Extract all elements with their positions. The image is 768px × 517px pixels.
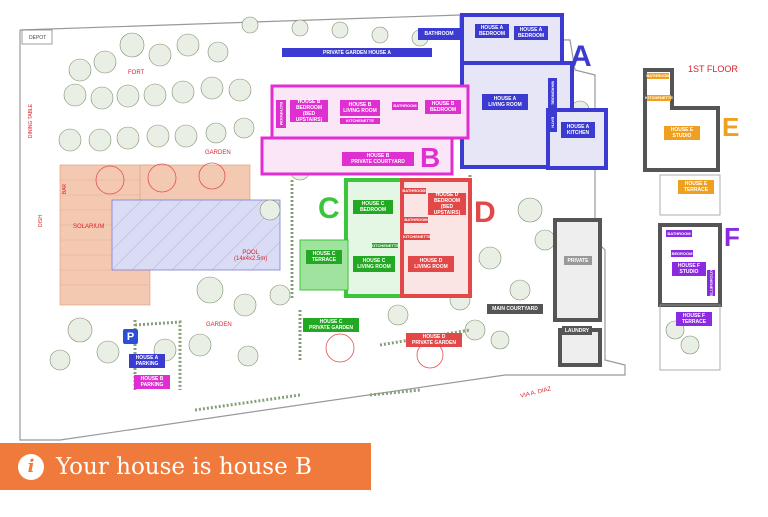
solarium-label: SOLARIUM	[73, 224, 105, 230]
private-area: PRIVATE	[564, 256, 592, 265]
bar-label: BAR	[62, 183, 69, 195]
house-d-bathroom: BATHROOM	[402, 188, 426, 194]
house-a-bathroom: BATHROOM	[418, 28, 460, 40]
house-a-wardrobe: WARDROBE	[548, 78, 557, 108]
house-a-private-garden: PRIVATE GARDEN HOUSE A	[282, 48, 432, 57]
laundry: LAUNDRY	[562, 326, 592, 335]
house-e-kitchenette: KITCHENETTE	[645, 95, 673, 101]
house-e-terrace-area	[659, 174, 721, 216]
letter-b: B	[420, 142, 441, 173]
parking-icon: P	[123, 329, 138, 344]
depot-box	[21, 29, 53, 45]
dining-table-label: DINING TABLE	[28, 103, 35, 139]
house-e-plan	[643, 68, 720, 172]
garden-top-label: GARDEN	[205, 150, 231, 156]
banner-text: Your house is house B	[56, 453, 312, 480]
house-b-parking: HOUSE B PARKING	[134, 375, 170, 389]
house-c-private-garden: HOUSE C PRIVATE GARDEN	[303, 318, 359, 332]
house-a-bedroom-1: HOUSE A BEDROOM	[475, 24, 509, 38]
pool-label: POOL (14x4x2.5m)	[234, 250, 268, 262]
letter-a: A	[570, 40, 592, 73]
house-f-kitchenette: KITCHENETTE	[707, 269, 715, 297]
house-a-living-room: HOUSE A LIVING ROOM	[482, 94, 528, 110]
house-c-bedroom: HOUSE C BEDROOM	[353, 200, 393, 214]
house-d-living-room: HOUSE D LIVING ROOM	[408, 256, 454, 272]
house-f-terrace: HOUSE F TERRACE	[676, 312, 712, 326]
house-c-kitchenette: KITCHENETTE	[371, 242, 399, 248]
house-e-bathroom: BATHROOM	[646, 73, 670, 79]
house-f-bedroom: BEDROOM	[671, 250, 693, 257]
house-b-kitchenette: KITCHENETTE	[340, 118, 380, 124]
house-f-terrace-area	[659, 304, 721, 371]
house-e-studio: HOUSE E STUDIO	[664, 126, 700, 140]
house-e-terrace: HOUSE E TERRACE	[678, 180, 714, 194]
house-b-bathroom-side: BATHROOM	[276, 100, 286, 128]
fort-label: FORT	[128, 70, 145, 76]
info-icon: i	[18, 453, 44, 480]
dish-label: DISH	[37, 215, 44, 227]
depot-label: DEPOT	[29, 35, 47, 41]
house-f-bathroom: BATHROOM	[666, 230, 692, 237]
house-b-private-courtyard: HOUSE B PRIVATE COURTYARD	[342, 152, 414, 166]
house-a-kitchen: HOUSE A KITCHEN	[561, 122, 595, 138]
letter-c: C	[318, 192, 340, 225]
house-a-bedroom-2: HOUSE A BEDROOM	[514, 26, 548, 40]
letter-e: E	[722, 112, 740, 142]
grey-buildings	[553, 218, 602, 367]
letter-f: F	[724, 222, 740, 252]
house-banner: i Your house is house B	[0, 443, 371, 490]
pool-shape	[111, 199, 281, 271]
main-courtyard: MAIN COURTYARD	[487, 304, 543, 314]
house-d-private-garden: HOUSE D PRIVATE GARDEN	[406, 333, 462, 347]
house-d-bedroom: HOUSE D BEDROOM (BED UPSTAIRS)	[428, 192, 466, 216]
pool-hatch	[111, 199, 281, 271]
hedges	[133, 175, 472, 412]
house-d-kitchenette: KITCHENETTE	[403, 234, 431, 240]
garden-bottom-label: GARDEN	[206, 322, 232, 328]
house-a-parking: HOUSE A PARKING	[129, 354, 165, 368]
floor-label: 1ST FLOOR	[688, 64, 738, 74]
house-c-terrace-area	[299, 239, 349, 291]
house-a-bath-side: BATH	[548, 112, 557, 132]
house-f-studio: HOUSE F STUDIO	[672, 262, 706, 276]
house-b-bathroom: BATHROOM	[392, 102, 418, 110]
house-b-bedroom: HOUSE B BEDROOM	[425, 100, 461, 114]
house-c-terrace: HOUSE C TERRACE	[306, 250, 342, 264]
house-c-living-room: HOUSE C LIVING ROOM	[353, 256, 395, 272]
house-b-living-room: HOUSE B LIVING ROOM	[340, 100, 380, 116]
letter-d: D	[474, 196, 496, 229]
house-c-building	[344, 178, 404, 298]
house-d-bathroom-2: BATHROOM	[404, 217, 428, 223]
house-b-bedroom-upstairs: HOUSE B BEDROOM (BED UPSTAIRS)	[290, 99, 328, 123]
